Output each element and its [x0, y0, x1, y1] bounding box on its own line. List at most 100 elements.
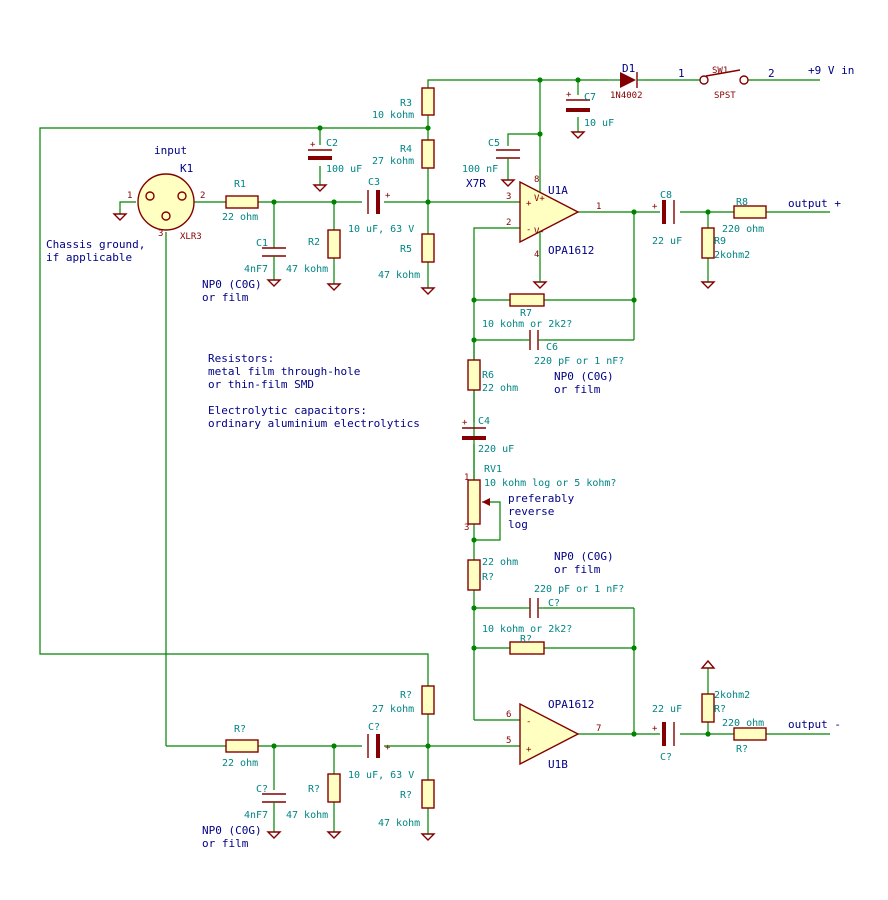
capacitor-c6: [522, 330, 544, 350]
ground-icon: [500, 179, 516, 187]
r5-value: 47 kohm: [378, 270, 420, 281]
ground-icon: [326, 283, 342, 291]
c5-value: 100 nF: [462, 164, 498, 175]
capacitor-cinb: [262, 793, 286, 810]
r2-ref: R2: [308, 237, 320, 248]
ground-icon: [326, 831, 342, 839]
c6-ref: C6: [546, 342, 558, 353]
ground-icon: [420, 833, 436, 841]
c5-ref: C5: [488, 138, 500, 149]
resistor-rin2b: [327, 773, 341, 803]
rfb-ref: R?: [520, 634, 532, 645]
k1-ref: K1: [180, 162, 193, 175]
notes-cap-1: ordinary aluminium electrolytics: [208, 417, 420, 430]
opamp-u1b: [519, 702, 580, 766]
cinb-note-2: or film: [202, 837, 249, 850]
resistor-r27b: [421, 685, 435, 715]
c4-ref: C4: [478, 416, 490, 427]
r7-ref: R7: [520, 308, 532, 319]
rinb-ref: R?: [234, 724, 246, 735]
xlr-pin2: 2: [200, 191, 205, 201]
resistor-r6: [467, 359, 481, 391]
capacitor-coutb: +: [652, 722, 675, 746]
notes-res-title: Resistors:: [208, 352, 274, 365]
rv1-note-3: log: [508, 518, 528, 531]
ground-icon: [700, 281, 716, 289]
r8-value: 220 ohm: [722, 224, 764, 235]
resistor-r2: [327, 229, 341, 259]
notes-cap-title: Electrolytic capacitors:: [208, 404, 367, 417]
ground-icon: [532, 281, 548, 289]
r47b-ref: R?: [400, 790, 412, 801]
coutb-value: 22 uF: [652, 704, 682, 715]
xlr-connector-k1: [137, 173, 195, 231]
supply-input-label: +9 V in: [808, 64, 854, 77]
resistor-rshb: [701, 693, 715, 723]
resistor-r4: [421, 139, 435, 169]
u1b-ref: U1B: [548, 758, 568, 771]
rin2b-ref: R?: [308, 784, 320, 795]
d1-value: 1N4002: [610, 91, 643, 101]
resistor-r7: [509, 293, 545, 307]
xlr-pin1: 1: [127, 191, 132, 201]
c2-ref: C2: [326, 138, 338, 149]
resistor-rinb: [225, 739, 259, 753]
svg-text:+: +: [462, 418, 468, 428]
junctions: [271, 77, 711, 749]
rq-value: 22 ohm: [482, 557, 518, 568]
output-plus-label: output +: [788, 197, 841, 210]
chassis-note-2: if applicable: [46, 251, 132, 264]
cq-ref: C?: [548, 598, 560, 609]
cinb-ref: C?: [256, 784, 268, 795]
r4-ref: R4: [400, 144, 412, 155]
c7-value: 10 uF: [584, 118, 614, 129]
resistor-r47b: [421, 779, 435, 809]
r2-value: 47 kohm: [286, 264, 328, 275]
cq-value: 220 pF or 1 nF?: [534, 584, 624, 595]
u1b-value: OPA1612: [548, 698, 594, 711]
ground-icon: [112, 213, 128, 221]
ground-icon: [420, 287, 436, 295]
notes-res-1: metal film through-hole: [208, 365, 360, 378]
resistor-r3: [421, 87, 435, 116]
ground-icon: [266, 831, 282, 839]
svg-text:+: +: [566, 90, 572, 100]
resistor-rq: [467, 559, 481, 591]
c2-value: 100 uF: [326, 164, 362, 175]
rinb-value: 22 ohm: [222, 758, 258, 769]
svg-text:+: +: [310, 140, 316, 150]
cinb-note-1: NP0 (C0G): [202, 824, 262, 837]
capacitor-ccb: +: [367, 734, 391, 758]
rfb-value: 10 kohm or 2k2?: [482, 624, 572, 635]
sw1-ref: SW1: [712, 66, 728, 76]
capacitor-c5: [496, 149, 520, 166]
u1b-pin-out: 7: [596, 724, 601, 734]
opamp-u1a: [519, 180, 580, 260]
rv1-pin3: 3: [464, 523, 469, 533]
u1a-vminus: V-: [534, 227, 545, 237]
c6-note-1: NP0 (C0G): [554, 370, 614, 383]
svg-text:+: +: [385, 191, 391, 201]
u1a-pin-out: 1: [596, 202, 601, 212]
cnp-note-2: or film: [554, 563, 601, 576]
r8-ref: R8: [736, 197, 748, 208]
rshb-value: 2kohm2: [714, 690, 750, 701]
capacitor-c7: +: [566, 90, 590, 112]
xlr-pin3: 3: [158, 229, 163, 239]
c4-value: 220 uF: [478, 444, 514, 455]
c7-ref: C7: [584, 92, 596, 103]
coutb-ref: C?: [660, 752, 672, 763]
ccb-ref: C?: [368, 722, 380, 733]
u1b-pin-in-p: 5: [506, 736, 511, 746]
u1a-plus: +: [526, 199, 532, 209]
u1b-plus: +: [526, 745, 532, 755]
svg-text:+: +: [385, 743, 391, 753]
resistor-rfb: [509, 641, 545, 655]
sw1-pin1: 1: [678, 67, 685, 80]
svg-text:+: +: [652, 724, 658, 734]
r27b-ref: R?: [400, 690, 412, 701]
sw1-value: SPST: [714, 91, 736, 101]
diode-d1: [608, 72, 642, 88]
rin2b-value: 47 kohm: [286, 810, 328, 821]
